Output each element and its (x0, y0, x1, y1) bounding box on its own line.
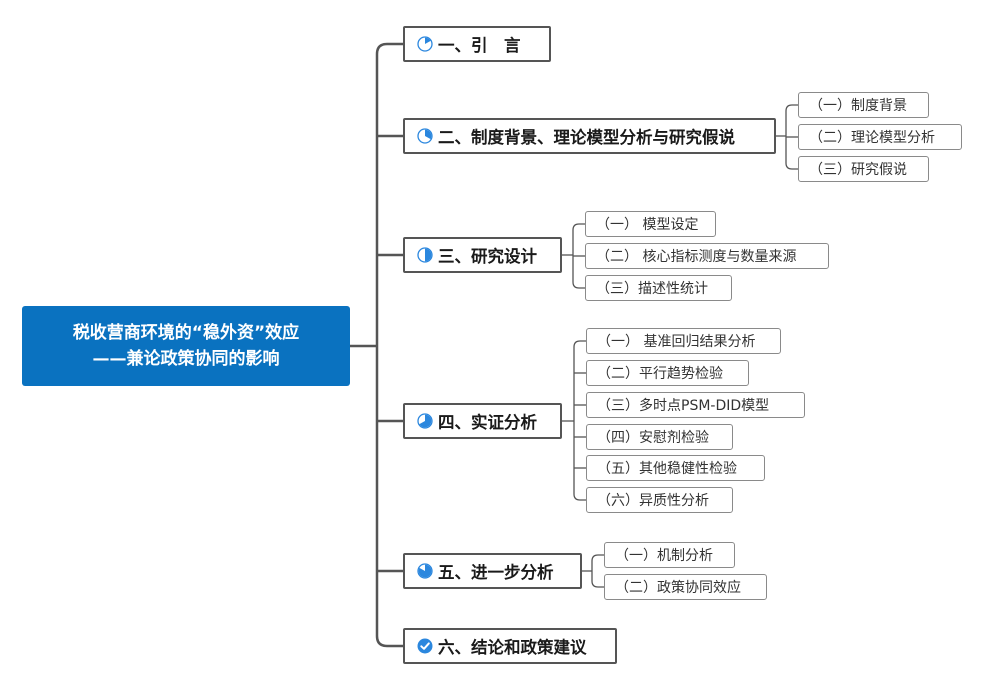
root-topic[interactable]: 税收营商环境的“稳外资”效应 ——兼论政策协同的影响 (22, 306, 350, 386)
sub-topic-connector (573, 493, 586, 501)
sub-topic[interactable]: （六）异质性分析 (586, 487, 733, 513)
progress-pie-icon (417, 413, 433, 429)
root-title-line-1: 税收营商环境的“稳外资”效应 (72, 323, 300, 343)
main-topic-6[interactable]: 六、结论和政策建议 (403, 628, 617, 664)
sub-topic-connector (573, 340, 586, 348)
main-topic-label: 一、引 言 (438, 36, 521, 55)
main-topic-3[interactable]: 三、研究设计 (403, 237, 562, 273)
sub-topic[interactable]: （三）研究假说 (798, 156, 929, 182)
progress-pie-icon (417, 128, 433, 144)
main-topic-label: 二、制度背景、理论模型分析与研究假说 (438, 128, 735, 147)
sub-topic-connector (785, 104, 798, 112)
main-topic-label: 五、进一步分析 (438, 563, 554, 582)
main-topic-label: 三、研究设计 (438, 247, 537, 266)
sub-topic[interactable]: （二）政策协同效应 (604, 574, 767, 600)
branch-connector (375, 42, 403, 55)
sub-topic[interactable]: （二）理论模型分析 (798, 124, 962, 150)
sub-topic[interactable]: （四）安慰剂检验 (586, 424, 733, 450)
progress-pie-icon (417, 36, 433, 52)
sub-topic[interactable]: （一）制度背景 (798, 92, 929, 118)
sub-topic[interactable]: （一）机制分析 (604, 542, 735, 568)
sub-topic[interactable]: （一） 模型设定 (585, 211, 716, 237)
sub-topic-connector (785, 162, 798, 170)
main-topic-1[interactable]: 一、引 言 (403, 26, 551, 62)
sub-topic[interactable]: （一） 基准回归结果分析 (586, 328, 781, 354)
sub-topic[interactable]: （二） 核心指标测度与数量来源 (585, 243, 829, 269)
sub-topic[interactable]: （三）多时点PSM-DID模型 (586, 392, 805, 418)
sub-topic-connector (591, 580, 604, 588)
check-done-icon (417, 638, 433, 654)
progress-pie-icon (417, 247, 433, 263)
main-topic-label: 六、结论和政策建议 (438, 638, 587, 657)
main-topic-4[interactable]: 四、实证分析 (403, 403, 562, 439)
main-topic-label: 四、实证分析 (438, 413, 537, 432)
sub-topic-connector (572, 281, 585, 289)
main-topic-2[interactable]: 二、制度背景、理论模型分析与研究假说 (403, 118, 776, 154)
sub-topic-connector (591, 554, 604, 562)
progress-pie-icon (417, 563, 433, 579)
sub-topic[interactable]: （五）其他稳健性检验 (586, 455, 765, 481)
main-topic-5[interactable]: 五、进一步分析 (403, 553, 582, 589)
branch-connector (375, 635, 403, 648)
root-title-line-2: ——兼论政策协同的影响 (92, 349, 280, 369)
sub-topic-connector (572, 223, 585, 231)
sub-topic[interactable]: （二）平行趋势检验 (586, 360, 749, 386)
sub-topic[interactable]: （三）描述性统计 (585, 275, 732, 301)
